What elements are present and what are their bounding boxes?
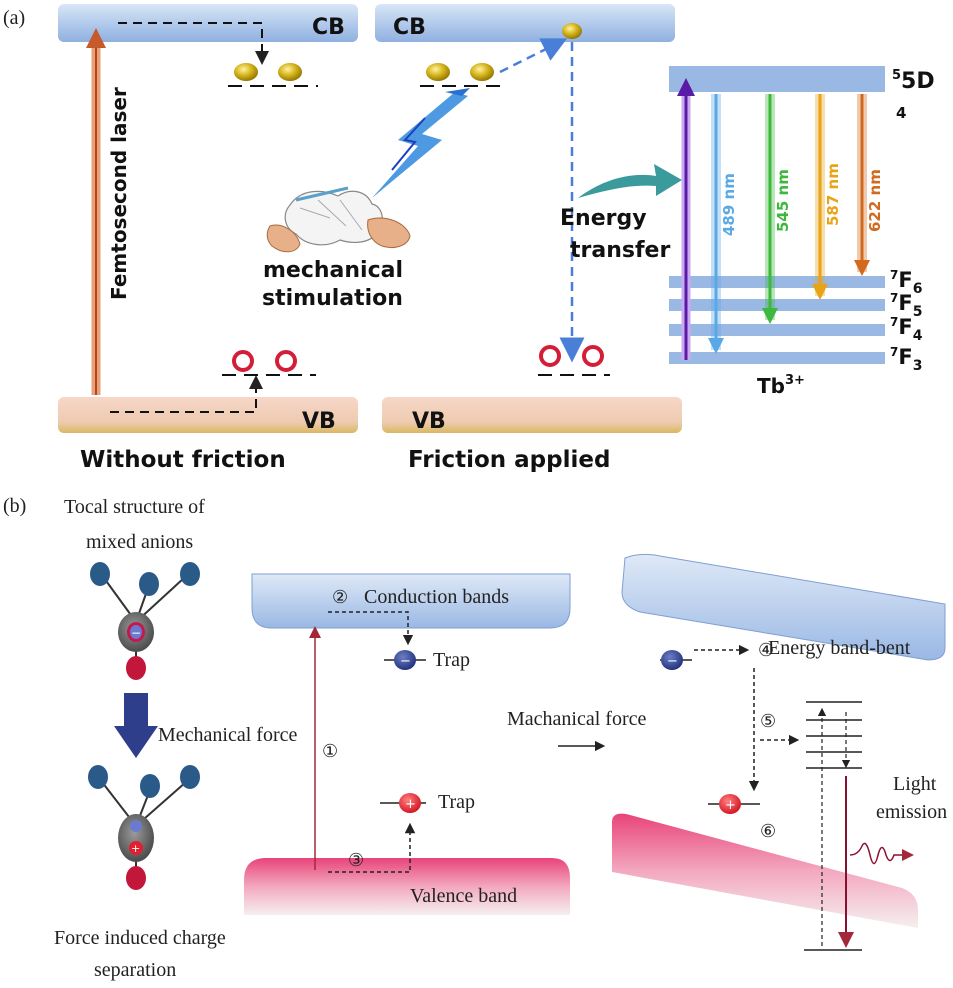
energy-transfer-line1: Energy: [560, 206, 647, 231]
force-induced-line1: Force induced charge: [54, 927, 226, 949]
electron-trap-icon: [394, 650, 416, 670]
hole-trap-icon: [399, 793, 421, 813]
vb-band-left: [58, 397, 358, 433]
svg-text:+: +: [131, 842, 140, 855]
local-structure-line2: mixed anions: [86, 531, 193, 553]
hole-icon: [275, 350, 297, 372]
panel-b-label: (b): [3, 495, 26, 517]
svg-text:−: −: [400, 654, 411, 669]
hole-icon: [232, 350, 254, 372]
trap-lower-label: Trap: [438, 791, 475, 813]
level-5d-band: [669, 66, 885, 92]
emission-arrowhead-3: [854, 260, 870, 276]
emission-arrowhead-1: [762, 308, 778, 324]
svg-text:+: +: [725, 798, 736, 813]
vb-label-right: VB: [412, 409, 446, 434]
electron-icon: [470, 63, 494, 81]
cb-label-left: CB: [312, 15, 345, 40]
level-5d-label: 55D: [892, 68, 935, 94]
anion-structure-bottom: +: [88, 765, 200, 890]
trap-path-bottom: [110, 375, 263, 413]
lightning-icon: [372, 92, 468, 198]
step-1: ①: [322, 741, 338, 762]
emission-label-1: 545 nm: [774, 169, 792, 232]
anion-structure-top: −: [90, 562, 200, 680]
electron-icon: [278, 63, 302, 81]
step-6: ⑥: [760, 821, 776, 842]
step-2: ②: [332, 587, 348, 608]
level-5d-sub: 4: [896, 104, 906, 122]
step-3: ③: [348, 850, 364, 871]
light-emission-line1: Light: [893, 773, 937, 795]
level-7f6-band: [669, 276, 885, 288]
trap-path-top: [118, 22, 269, 65]
level-7f5-label: 7F5: [890, 291, 922, 320]
ion-label-text: Tb3+: [757, 373, 805, 398]
level-7f4-band: [669, 324, 885, 336]
energy-transfer-line2: transfer: [570, 238, 670, 263]
mech-force-left: Mechanical force: [158, 724, 297, 746]
bent-conduction-band: [621, 553, 946, 661]
vb-band-right: [382, 397, 682, 433]
emission-label-0: 489 nm: [720, 173, 738, 236]
step-5: ⑤: [760, 711, 776, 732]
local-structure-line1: Tocal structure of: [64, 496, 205, 518]
valence-band: [244, 858, 570, 915]
electron-trap-right-icon: [661, 650, 683, 670]
hole-icon: [582, 345, 604, 367]
mech-force-middle: Machanical force: [507, 708, 646, 730]
caption-without-friction: Without friction: [80, 447, 286, 473]
emission-arrows: 489 nm 545 nm 587 nm 622 nm: [708, 94, 884, 354]
electron-icon: [562, 23, 582, 39]
level-7f6-label: 7F6: [890, 268, 922, 297]
bent-valence-band: [612, 813, 918, 928]
emission-arrowhead-0: [708, 338, 724, 354]
emission-label-2: 587 nm: [824, 163, 842, 226]
panel-a-label: (a): [3, 7, 25, 29]
trap-upper-label: Trap: [433, 649, 470, 671]
svg-text:+: +: [405, 797, 416, 812]
level-7f4-label: 7F4: [890, 315, 923, 344]
caption-friction-applied: Friction applied: [408, 447, 610, 473]
band-bent-label: Energy band-bent: [768, 637, 911, 659]
force-induced-line2: separation: [94, 959, 176, 981]
energy-transfer-arrow: [578, 164, 682, 198]
svg-text:−: −: [131, 626, 141, 640]
level-7f5-band: [669, 299, 885, 311]
light-emission-line2: emission: [876, 801, 947, 823]
hole-trap-right-icon: [719, 794, 741, 814]
electron-icon: [234, 63, 258, 81]
mechanical-label-line1: mechanical: [263, 258, 403, 283]
electron-icon: [426, 63, 450, 81]
conduction-band: [251, 573, 571, 629]
valence-band-label: Valence band: [410, 885, 517, 907]
force-down-arrow: [114, 693, 158, 758]
hand-cloth-icon: [266, 186, 411, 253]
cb-band-right: [375, 4, 675, 42]
hole-icon: [539, 345, 561, 367]
emission-arrowhead-2: [812, 284, 828, 300]
trap-path-electron: [328, 611, 414, 646]
svg-text:−: −: [667, 654, 678, 669]
cb-label-right: CB: [393, 15, 426, 40]
vb-label-left: VB: [302, 409, 336, 434]
level-7f3-label: 7F3: [890, 345, 922, 374]
excitation-arrow: [499, 38, 568, 74]
conduction-bands-label: Conduction bands: [364, 586, 509, 608]
ion-label: Tb3+: [757, 373, 805, 398]
laser-label: Femtosecond laser: [107, 87, 131, 300]
step-4: ④: [758, 640, 774, 661]
mechanical-label-line2: stimulation: [262, 286, 403, 311]
emission-label-3: 622 nm: [866, 169, 884, 232]
level-7f3-band: [669, 352, 885, 364]
emission-levels: [804, 701, 914, 951]
